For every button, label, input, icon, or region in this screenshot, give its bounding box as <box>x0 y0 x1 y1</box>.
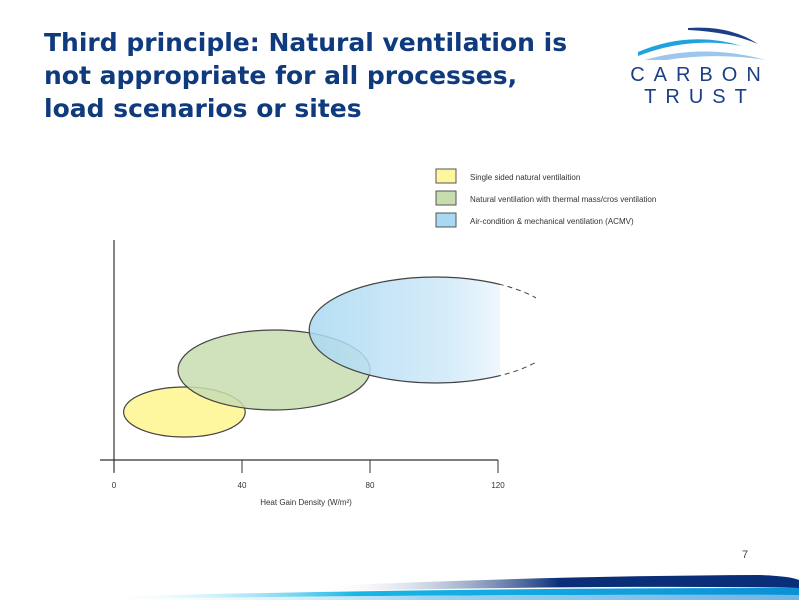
x-tick-label: 40 <box>238 481 247 490</box>
legend-label: Natural ventilation with thermal mass/cr… <box>470 195 656 204</box>
title-line: Third principle: Natural ventilation is <box>44 28 568 57</box>
page-number: 7 <box>742 549 749 561</box>
x-tick-label: 120 <box>491 481 505 490</box>
carbon-trust-logo: CARBON TRUST <box>630 20 770 110</box>
title-line: load scenarios or sites <box>44 94 362 123</box>
x-axis-label: Heat Gain Density (W/m²) <box>260 498 352 507</box>
legend-swatch-single-sided <box>435 168 457 184</box>
x-tick-label: 80 <box>366 481 375 490</box>
footer-swoosh <box>60 575 799 600</box>
ellipse-acmv <box>308 276 500 384</box>
ventilation-chart: Single sided natural ventilaition Natura… <box>100 168 656 507</box>
legend-swatch-thermal-mass <box>435 190 457 206</box>
legend: Single sided natural ventilaition Natura… <box>435 168 656 228</box>
legend-swatch-acmv <box>435 212 457 228</box>
x-tick-label: 0 <box>112 481 117 490</box>
logo-text-carbon: CARBON <box>630 64 770 86</box>
legend-label: Air-condition & mechanical ventilation (… <box>470 217 634 226</box>
logo-swoosh-icon <box>638 27 766 60</box>
legend-label: Single sided natural ventilaition <box>470 173 580 182</box>
logo-text-trust: TRUST <box>644 86 756 108</box>
slide-title: Third principle: Natural ventilation is … <box>44 26 624 125</box>
title-line: not appropriate for all processes, <box>44 61 518 90</box>
